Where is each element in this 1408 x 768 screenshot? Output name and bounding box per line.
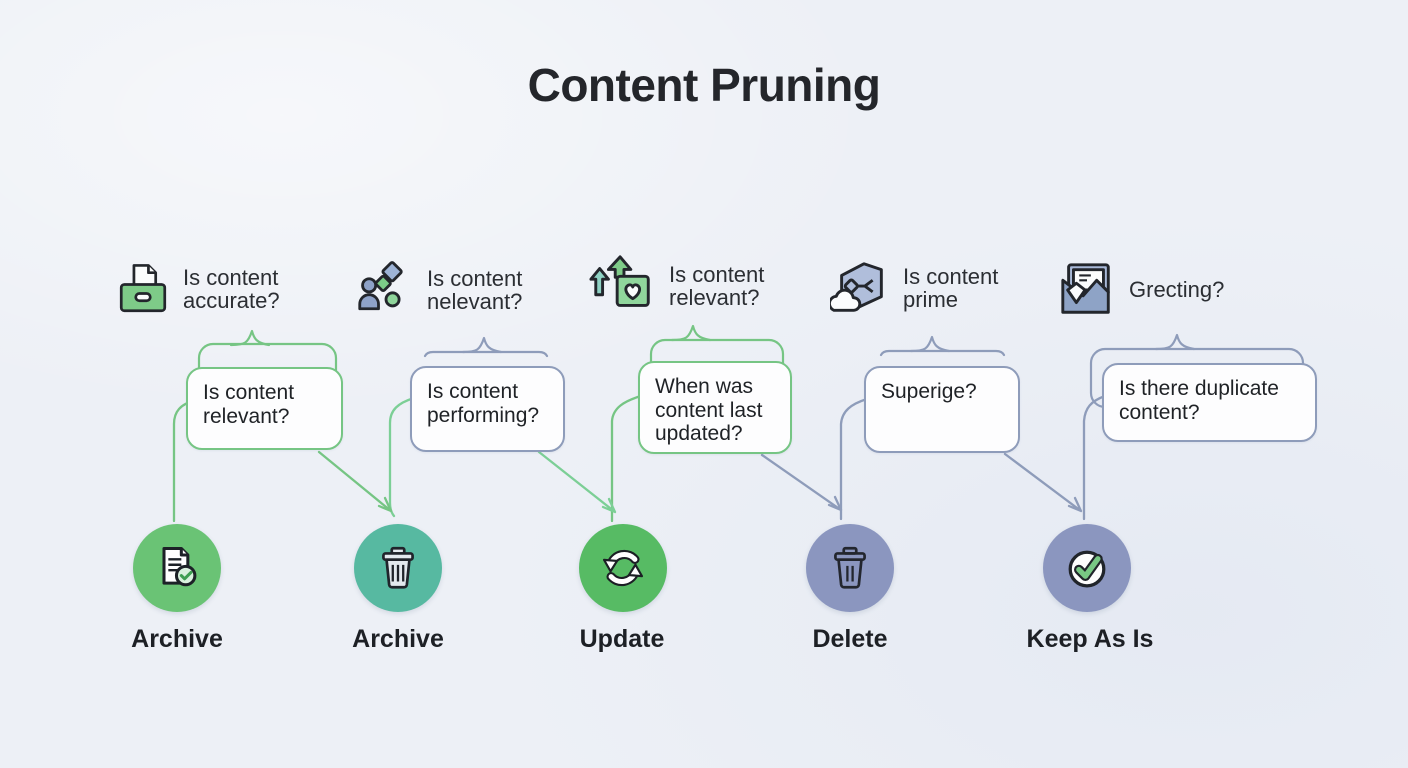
- page-title: Content Pruning: [527, 59, 881, 111]
- question-1: Is content accurate?: [114, 258, 280, 320]
- bubble-3: When was content last updated?: [638, 361, 792, 454]
- check-circle-icon: [1068, 550, 1106, 588]
- action-label-3: Update: [579, 625, 665, 653]
- question-5-text: Grecting?: [1129, 277, 1225, 303]
- archive-box-icon: [119, 264, 167, 313]
- tail-3: [610, 394, 643, 523]
- bubble-2-text: Is content performing?: [427, 380, 540, 427]
- audience-diamonds-icon: [358, 261, 403, 311]
- bubble-2: Is content performing?: [410, 366, 565, 452]
- outcome-circle-1: [133, 524, 221, 612]
- arrow-1-2: [317, 450, 393, 513]
- action-label-4: Delete: [812, 625, 888, 653]
- action-label-1: Archive: [131, 625, 223, 653]
- arrow-3-4: [760, 453, 843, 512]
- question-4-text: Is content prime: [903, 263, 999, 312]
- outcome-circle-3: [579, 524, 667, 612]
- content-folder-icon: [1061, 263, 1110, 314]
- bubble-1: Is content relevant?: [186, 367, 343, 450]
- document-check-icon: [162, 546, 197, 587]
- bubble-3-text: When was content last updated?: [655, 375, 763, 445]
- brace-4: [879, 349, 1006, 357]
- curl-1: [229, 329, 271, 347]
- recycle-icon: [602, 549, 644, 587]
- outcome-circle-4: [806, 524, 894, 612]
- action-label-5: Keep As Is: [1026, 625, 1154, 653]
- question-2-text: Is content nelevant?: [427, 265, 523, 314]
- curl-4: [909, 335, 951, 353]
- question-3-text: Is content relevant?: [669, 261, 765, 310]
- curl-5: [1154, 333, 1196, 351]
- question-3: Is content relevant?: [588, 254, 764, 318]
- package-molecule-icon: [830, 262, 883, 312]
- curl-3: [670, 324, 712, 342]
- bubble-5-text: Is there duplicate content?: [1119, 377, 1279, 424]
- bubble-5: Is there duplicate content?: [1102, 363, 1317, 442]
- question-4: Is content prime: [830, 256, 998, 320]
- curl-2: [461, 336, 503, 354]
- question-5: Grecting?: [1056, 260, 1224, 320]
- outcome-circle-5: [1043, 524, 1131, 612]
- arrow-4-5: [1003, 452, 1083, 513]
- brace-2: [423, 350, 549, 358]
- outcome-circle-2: [354, 524, 442, 612]
- trash-icon: [382, 546, 414, 589]
- arrow-2-3: [537, 450, 617, 514]
- growth-arrows-icon: [589, 255, 650, 307]
- trash-outline-icon: [834, 546, 866, 589]
- question-2: Is content nelevant?: [356, 258, 522, 322]
- action-label-2: Archive: [352, 625, 444, 653]
- bubble-4: Superige?: [864, 366, 1020, 453]
- bubble-4-text: Superige?: [881, 380, 977, 403]
- question-1-text: Is content accurate?: [183, 264, 280, 313]
- bubble-1-text: Is content relevant?: [203, 381, 295, 428]
